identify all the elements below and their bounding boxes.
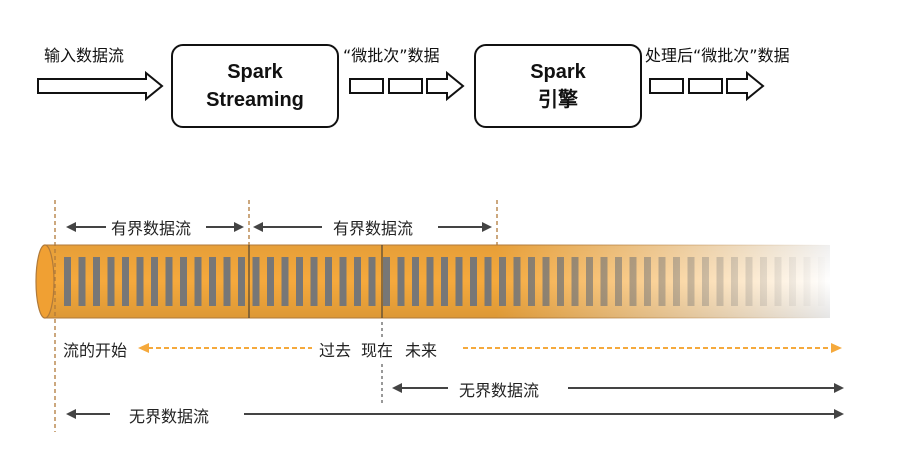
data-bar: [412, 257, 419, 306]
micro-batch-block: [349, 78, 384, 94]
data-bar: [818, 257, 825, 306]
micro-batch-label: “微批次”数据: [343, 46, 440, 65]
data-bar: [658, 257, 666, 306]
spark-engine-box: Spark 引擎: [474, 44, 642, 128]
unbounded-now-label: 无界数据流: [456, 377, 543, 401]
data-bar: [615, 257, 622, 306]
bounded-stream-label-2: 有界数据流: [330, 215, 417, 239]
data-bar: [716, 257, 724, 306]
processed-batch-label: 处理后“微批次”数据: [645, 46, 790, 65]
data-bar: [687, 257, 695, 306]
data-bar: [397, 257, 405, 306]
data-bar: [93, 257, 100, 306]
past-label: 过去: [316, 337, 355, 361]
data-bar: [78, 257, 86, 306]
spark-streaming-line2: Streaming: [206, 89, 304, 111]
processed-batch-block: [688, 78, 723, 94]
data-bar: [600, 257, 608, 306]
unbounded-all-label: 无界数据流: [126, 403, 213, 427]
data-bar: [209, 257, 216, 306]
past-arrowhead: [138, 343, 149, 353]
data-bar: [426, 257, 434, 306]
bounded-1-right-arrowhead: [234, 222, 244, 232]
bounded-2-left-arrowhead: [253, 222, 263, 232]
bounded-stream-label-1: 有界数据流: [108, 215, 195, 239]
stream-cylinder-cap: [35, 244, 55, 319]
data-bar: [455, 257, 463, 306]
unbounded-now-right-arrowhead: [834, 383, 844, 393]
data-bar: [136, 257, 144, 306]
unbounded-all-right-arrowhead: [834, 409, 844, 419]
data-bar: [528, 257, 535, 306]
data-bar: [731, 257, 738, 306]
bounded-1-left-arrowhead: [66, 222, 76, 232]
future-arrowhead: [831, 343, 842, 353]
spark-streaming-box: Spark Streaming: [171, 44, 339, 128]
data-bar: [513, 257, 521, 306]
data-bar: [789, 257, 796, 306]
data-bar: [586, 257, 593, 306]
data-bar: [702, 257, 709, 306]
data-bar: [180, 257, 187, 306]
data-bar: [325, 257, 332, 306]
micro-batch-block: [388, 78, 423, 94]
data-bar: [383, 257, 390, 306]
data-bar: [745, 257, 753, 306]
data-bar: [310, 257, 318, 306]
stream-start-label: 流的开始: [63, 341, 128, 360]
data-bar: [151, 257, 158, 306]
data-bar: [470, 257, 477, 306]
data-bar: [571, 257, 579, 306]
unbounded-now-left-arrowhead: [392, 383, 402, 393]
spark-engine-line2: 引擎: [538, 89, 578, 111]
data-bar: [368, 257, 376, 306]
data-bar: [557, 257, 564, 306]
data-bar: [296, 257, 303, 306]
micro-batch-arrow: [426, 70, 465, 102]
now-label: 现在: [358, 337, 397, 361]
spark-engine-line1: Spark: [530, 61, 586, 83]
data-bar: [223, 257, 231, 306]
data-bar: [441, 257, 448, 306]
data-bar: [774, 257, 782, 306]
spark-streaming-line1: Spark: [227, 61, 283, 83]
data-bar: [760, 257, 767, 306]
bounded-2-right-arrowhead: [482, 222, 492, 232]
stream-cylinder-shade: [45, 245, 830, 318]
processed-batch-arrow: [726, 70, 765, 102]
data-bar: [194, 257, 202, 306]
data-bar: [267, 257, 274, 306]
processed-batch-block: [649, 78, 684, 94]
data-bar: [122, 257, 129, 306]
data-bar: [803, 257, 811, 306]
data-bar: [238, 257, 245, 306]
input-arrow: [37, 70, 164, 102]
data-bar: [629, 257, 637, 306]
data-bar: [673, 257, 680, 306]
stream-data-bars: [64, 257, 825, 306]
data-bar: [281, 257, 289, 306]
future-label: 未来: [402, 337, 441, 361]
data-bar: [107, 257, 115, 306]
data-bar: [542, 257, 550, 306]
data-bar: [644, 257, 651, 306]
data-bar: [339, 257, 347, 306]
data-bar: [499, 257, 506, 306]
input-stream-label: 输入数据流: [44, 46, 125, 65]
data-bar: [484, 257, 492, 306]
data-bar: [64, 257, 71, 306]
data-bar: [354, 257, 361, 306]
unbounded-all-left-arrowhead: [66, 409, 76, 419]
data-bar: [252, 257, 260, 306]
data-bar: [165, 257, 173, 306]
